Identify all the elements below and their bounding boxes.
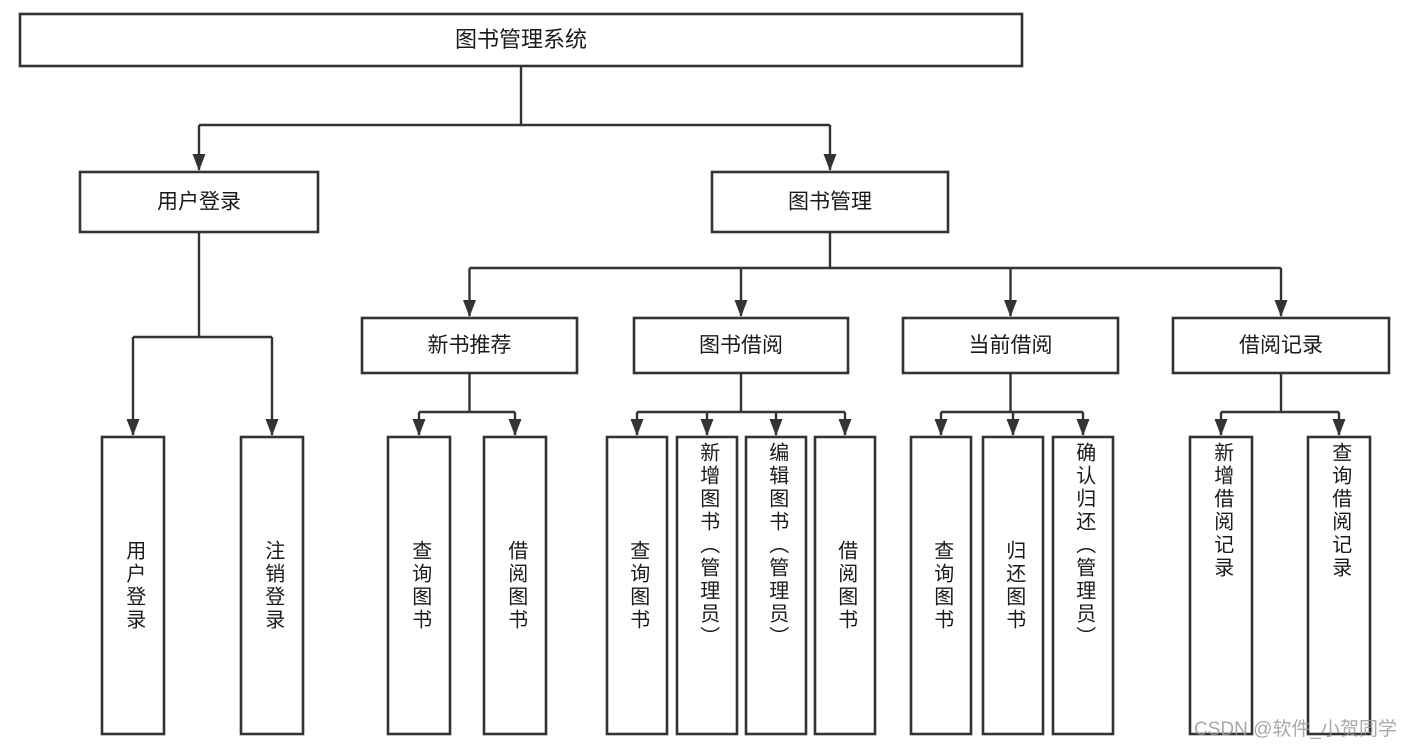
node-leaf-borrow-book-1-label-container: 借阅图书 (504, 539, 527, 632)
node-leaf-query-record[interactable] (1306, 435, 1372, 736)
node-root[interactable] (18, 12, 1024, 68)
node-root-label: 图书管理系统 (455, 27, 587, 52)
node-leaf-edit-book-label: 编辑图书（管理员） (765, 442, 788, 649)
node-leaf-add-book-label-container: 新增图书（管理员） (696, 442, 719, 649)
node-leaf-return-book-label: 归还图书 (1002, 539, 1025, 632)
node-leaf-query-book-3-label: 查询图书 (930, 539, 953, 632)
node-leaf-query-book-1-label: 查询图书 (408, 539, 431, 632)
arrow-head-icon (630, 419, 644, 436)
node-leaf-edit-book[interactable] (744, 435, 808, 736)
arrow-head-icon (769, 419, 783, 436)
node-leaf-user-login-label-container: 用户登录 (122, 539, 145, 632)
node-leaf-borrow-book-1[interactable] (482, 435, 548, 736)
node-leaf-add-book[interactable] (675, 435, 739, 736)
node-book-borrow[interactable] (632, 316, 850, 375)
arrow-head-icon (1006, 419, 1020, 436)
node-leaf-query-record-label: 查询借阅记录 (1328, 442, 1351, 580)
arrow-head-icon (265, 419, 279, 436)
node-user-login[interactable] (78, 170, 320, 234)
arrow-head-icon (192, 154, 206, 171)
node-leaf-add-record-label: 新增借阅记录 (1210, 442, 1233, 580)
node-leaf-borrow-book-2-label: 借阅图书 (834, 539, 857, 632)
arrow-head-icon (1332, 419, 1346, 436)
arrow-head-icon (700, 419, 714, 436)
node-new-book-recommend[interactable] (360, 316, 579, 375)
arrow-head-icon (1214, 419, 1228, 436)
node-leaf-user-logout[interactable] (239, 435, 305, 736)
node-book-borrow-label: 图书借阅 (699, 334, 783, 357)
node-leaf-user-logout-label-container: 注销登录 (261, 539, 284, 632)
arrow-head-icon (126, 419, 140, 436)
node-leaf-query-book-3-label-container: 查询图书 (930, 539, 953, 632)
arrow-head-icon (734, 300, 748, 317)
node-leaf-confirm-return-label: 确认归还（管理员） (1072, 442, 1095, 649)
node-leaf-query-book-2-label-container: 查询图书 (626, 539, 649, 632)
node-leaf-add-book-label: 新增图书（管理员） (696, 442, 719, 649)
node-book-manage-label: 图书管理 (788, 191, 872, 214)
arrow-head-icon (838, 419, 852, 436)
node-leaf-confirm-return[interactable] (1051, 435, 1115, 736)
node-leaf-confirm-return-label-container: 确认归还（管理员） (1072, 442, 1095, 649)
node-leaf-borrow-book-2-label-container: 借阅图书 (834, 539, 857, 632)
arrow-head-icon (823, 154, 837, 171)
node-leaf-query-book-3[interactable] (909, 435, 973, 736)
node-leaf-query-book-1[interactable] (386, 435, 452, 736)
node-leaf-return-book[interactable] (981, 435, 1045, 736)
node-leaf-borrow-book-2[interactable] (813, 435, 877, 736)
node-leaf-edit-book-label-container: 编辑图书（管理员） (765, 442, 788, 649)
node-leaf-user-login-label: 用户登录 (122, 539, 145, 632)
arrow-head-icon (1004, 300, 1017, 317)
node-leaf-query-book-1-label-container: 查询图书 (408, 539, 431, 632)
connectors-layer (126, 66, 1346, 436)
arrow-head-icon (508, 419, 522, 436)
node-book-manage[interactable] (710, 170, 950, 234)
boxes-layer: 图书管理系统用户登录图书管理新书推荐图书借阅当前借阅借阅记录用户登录注销登录查询… (18, 12, 1391, 736)
node-leaf-query-record-label-container: 查询借阅记录 (1328, 442, 1351, 580)
arrow-head-icon (463, 300, 476, 317)
node-leaf-query-book-2-label: 查询图书 (626, 539, 649, 632)
node-leaf-borrow-book-1-label: 借阅图书 (504, 539, 527, 632)
node-leaf-user-login[interactable] (100, 435, 166, 736)
node-current-borrow[interactable] (901, 316, 1120, 375)
node-leaf-return-book-label-container: 归还图书 (1002, 539, 1025, 632)
arrow-head-icon (1076, 419, 1090, 436)
node-leaf-user-logout-label: 注销登录 (261, 539, 284, 632)
node-user-login-label: 用户登录 (157, 191, 241, 214)
node-current-borrow-label: 当前借阅 (969, 334, 1053, 357)
node-leaf-add-record[interactable] (1188, 435, 1254, 736)
arrow-head-icon (412, 419, 426, 436)
node-leaf-add-record-label-container: 新增借阅记录 (1210, 442, 1233, 580)
node-borrow-record[interactable] (1171, 316, 1391, 375)
node-new-book-recommend-label: 新书推荐 (428, 334, 512, 357)
arrow-head-icon (934, 419, 948, 436)
node-borrow-record-label: 借阅记录 (1239, 334, 1323, 357)
node-leaf-query-book-2[interactable] (605, 435, 669, 736)
arrow-head-icon (1274, 300, 1288, 317)
